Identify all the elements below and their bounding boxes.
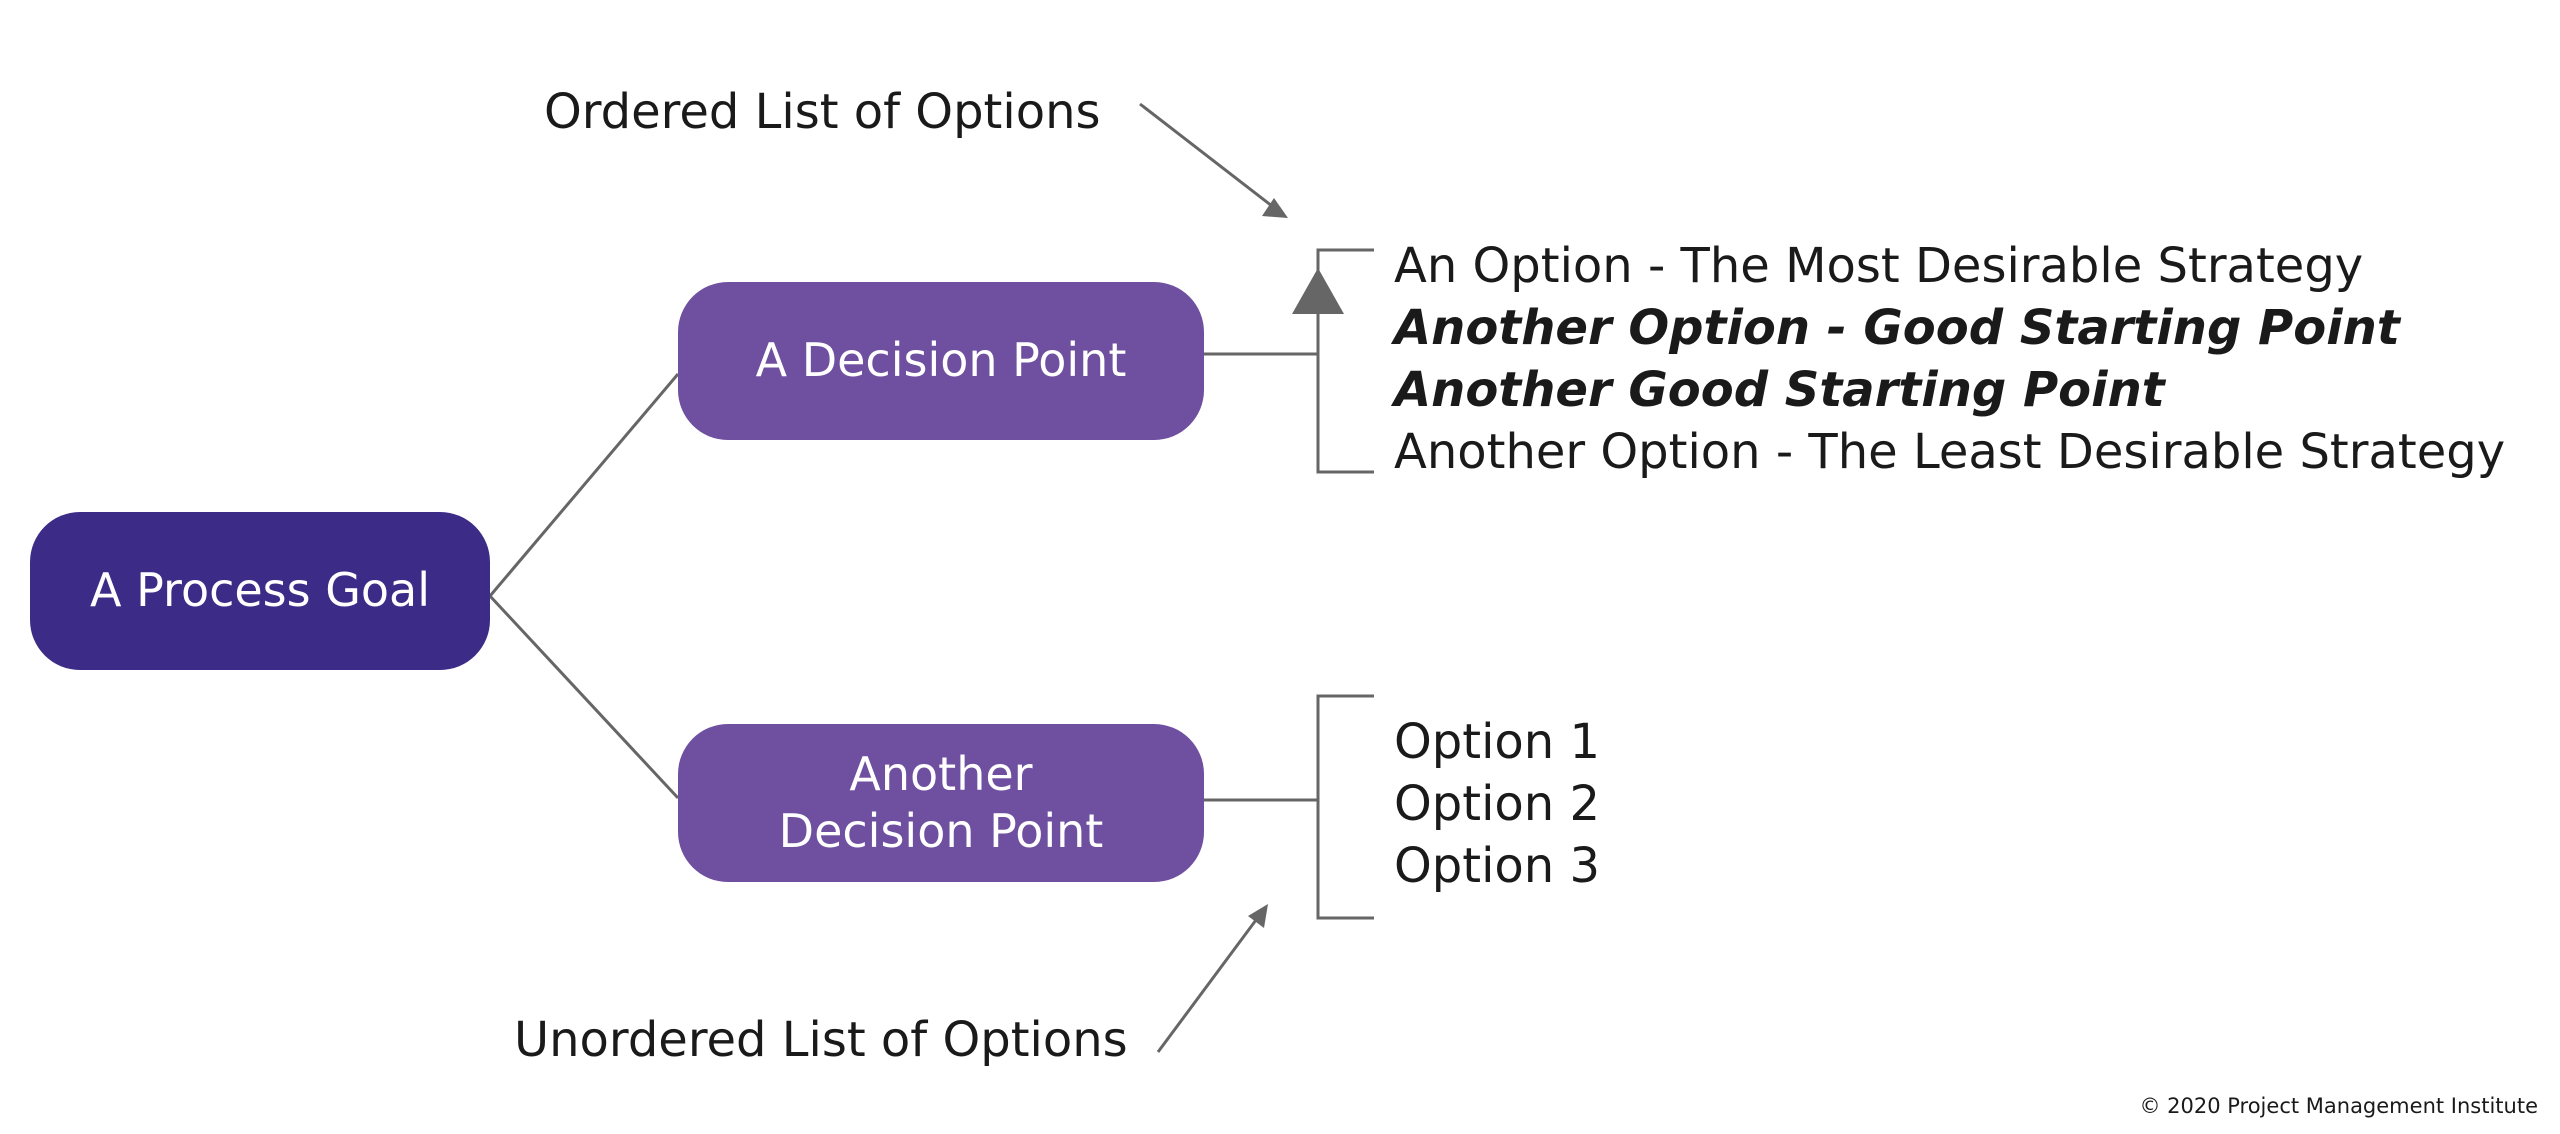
decision-point-node: A Decision Point — [678, 282, 1204, 440]
ordered-option-4: Another Option - The Least Desirable Str… — [1394, 424, 2506, 480]
ordered-option-2: Another Option - Good Starting Point — [1394, 300, 2400, 356]
ordered-option-1: An Option - The Most Desirable Strategy — [1394, 238, 2364, 294]
unordered-bracket — [1316, 694, 1374, 920]
ordered-label-arrow-line — [1139, 102, 1273, 208]
unordered-option-2: Option 2 — [1394, 776, 1600, 832]
ordered-list-label: Ordered List of Options — [544, 84, 1101, 140]
process-goal-node: A Process Goal — [30, 512, 490, 670]
unordered-list-label: Unordered List of Options — [514, 1012, 1128, 1068]
unordered-option-1: Option 1 — [1394, 714, 1600, 770]
copyright-notice: © 2020 Project Management Institute — [2139, 1094, 2538, 1118]
edge-goal-to-decision-a — [488, 373, 680, 597]
edge-goal-to-decision-b — [488, 594, 680, 800]
process-goal-label: A Process Goal — [90, 563, 430, 618]
another-decision-point-node: Another Decision Point — [678, 724, 1204, 882]
decision-point-label: A Decision Point — [755, 333, 1127, 388]
unordered-option-3: Option 3 — [1394, 838, 1600, 894]
unordered-label-arrow-line — [1156, 919, 1258, 1053]
ordered-option-3: Another Good Starting Point — [1394, 362, 2165, 418]
unordered-label-arrowhead — [1248, 904, 1268, 928]
ordered-priority-arrowhead — [1292, 268, 1344, 314]
another-decision-point-label-line2: Decision Point — [778, 804, 1104, 858]
ordered-label-arrowhead — [1262, 198, 1288, 218]
another-decision-point-label-line1: Another — [849, 746, 1033, 801]
ordered-bracket — [1316, 248, 1374, 474]
